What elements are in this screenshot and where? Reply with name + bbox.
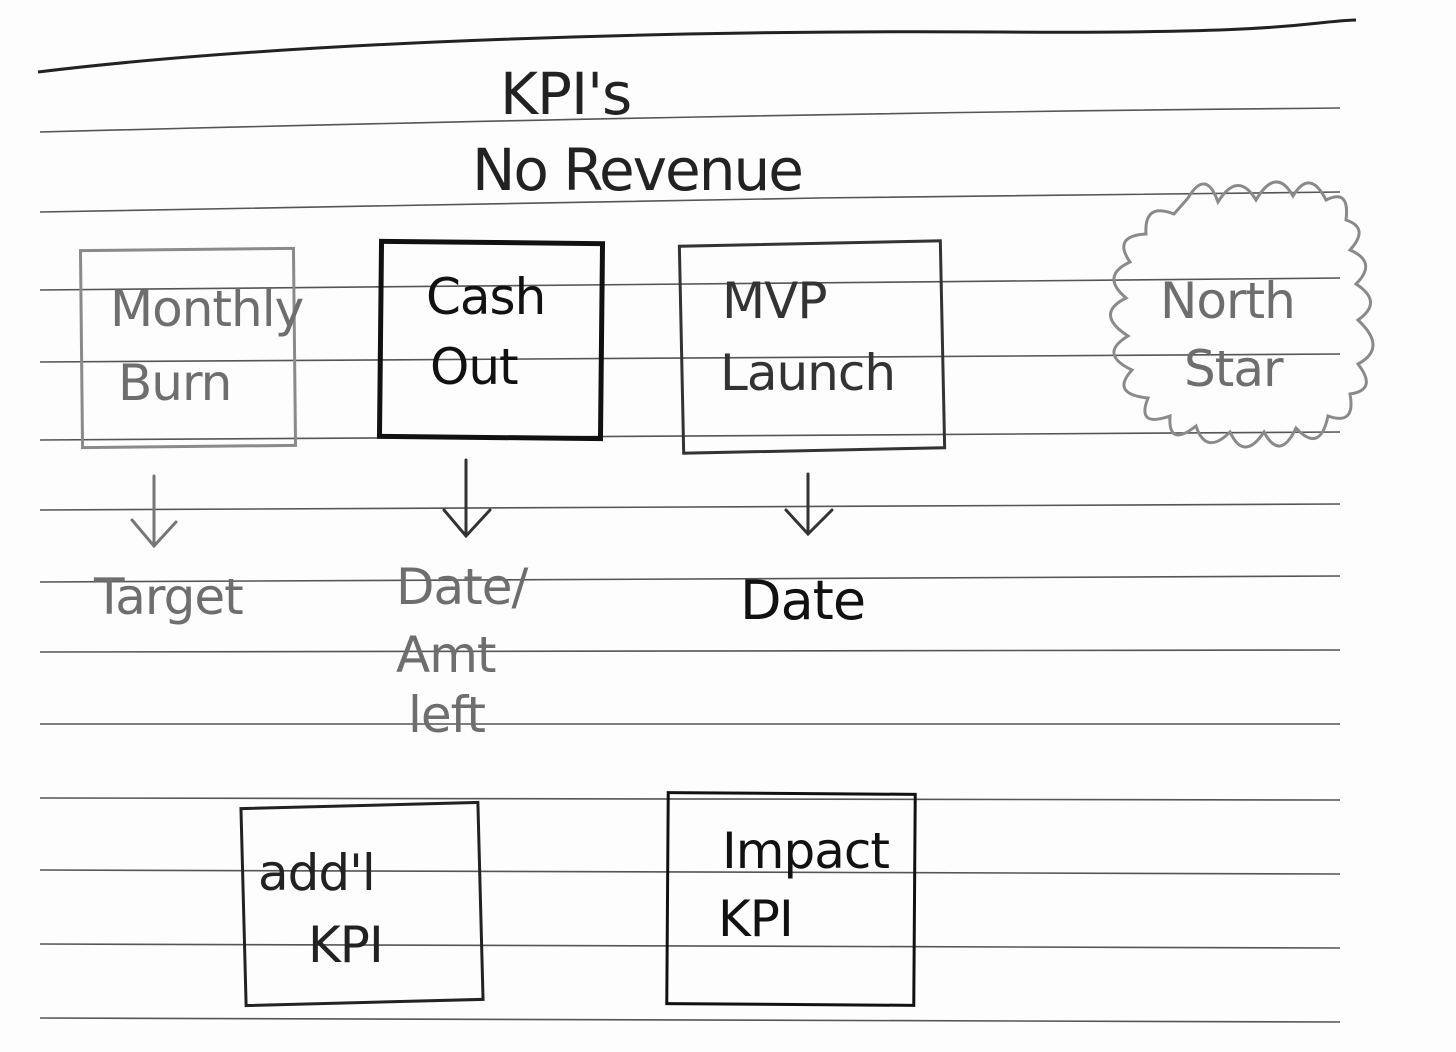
monthly-burn-outcome: Target (94, 568, 244, 626)
mvp-launch-outcome: Date (740, 569, 866, 632)
cash-out-outcome-line2: Amt (396, 626, 497, 684)
addl-kpi-label-line1: add'l (258, 844, 376, 902)
cash-out-arrow (442, 458, 492, 539)
north-star-label-line1: North (1160, 272, 1296, 330)
page-title: KPI's (500, 60, 632, 128)
addl-kpi-box (239, 800, 485, 1008)
page-subtitle: No Revenue (472, 136, 804, 204)
impact-kpi-label-line2: KPI (718, 890, 794, 948)
cash-out-outcome-line3: left (408, 686, 486, 744)
mvp-launch-label-line2: Launch (720, 344, 896, 402)
north-star-burst (1109, 180, 1375, 449)
monthly-burn-label-line2: Burn (118, 354, 232, 412)
cash-out-outcome-line1: Date/ (396, 558, 528, 616)
monthly-burn-arrow (130, 474, 178, 549)
burst-outline (1109, 180, 1375, 449)
cash-out-label-line2: Out (430, 338, 519, 396)
cash-out-label-line1: Cash (426, 268, 546, 326)
mvp-launch-arrow (784, 472, 834, 537)
rule-lines (39, 107, 1341, 1023)
impact-kpi-label-line1: Impact (722, 822, 890, 880)
north-star-label-line2: Star (1184, 340, 1284, 398)
top-rule-line (37, 18, 1357, 74)
monthly-burn-label-line1: Monthly (110, 280, 304, 338)
mvp-launch-label-line1: MVP (722, 272, 827, 330)
addl-kpi-label-line2: KPI (308, 916, 384, 974)
